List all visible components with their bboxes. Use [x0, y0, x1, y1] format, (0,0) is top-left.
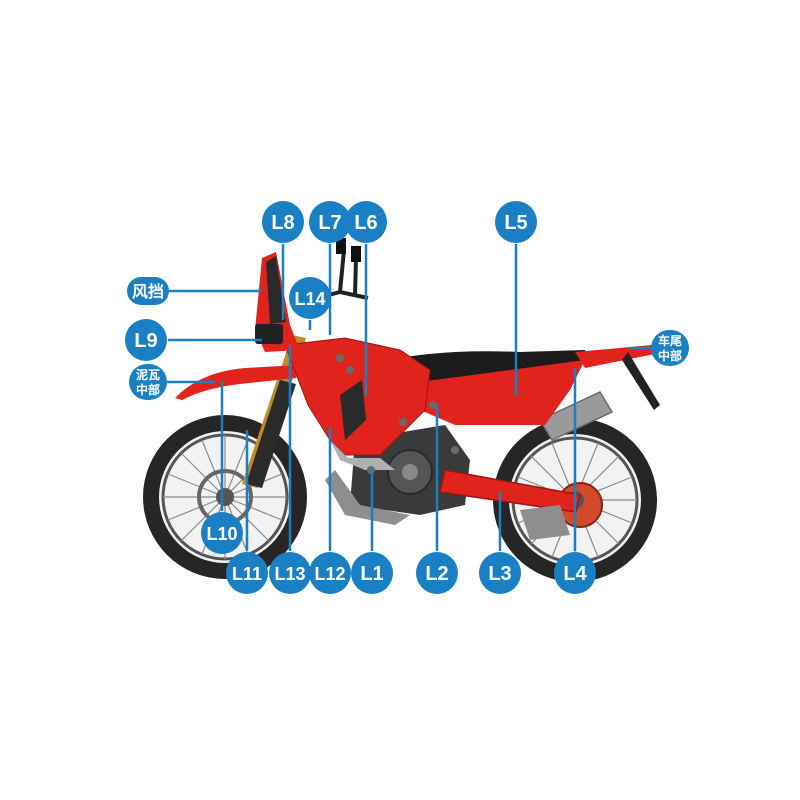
badge-label-l14: L14 — [294, 289, 325, 309]
badge-label-windshield: 风挡 — [132, 282, 164, 301]
badge-label-tail-line1: 车尾 — [658, 333, 682, 348]
badge-label-l11: L11 — [232, 564, 262, 584]
badge-l4: L4 — [554, 552, 596, 594]
badge-label-l12: L12 — [314, 564, 345, 584]
badge-circle — [495, 201, 537, 243]
rear-wheel — [493, 418, 657, 582]
badge-pill — [651, 330, 689, 366]
badge-circle — [309, 201, 351, 243]
badge-l9: L9 — [125, 319, 167, 361]
badge-circle — [226, 552, 268, 594]
badge-pill — [127, 277, 169, 305]
badge-circle — [262, 201, 304, 243]
bolts — [336, 354, 459, 474]
rear-fender — [575, 345, 655, 368]
badge-l1: L1 — [351, 552, 393, 594]
badge-circle — [416, 552, 458, 594]
windshield-glass — [266, 256, 286, 324]
badge-circle — [351, 552, 393, 594]
badge-label-l5: L5 — [504, 212, 527, 234]
badge-label-l3: L3 — [488, 563, 511, 585]
badge-label-front_fender-line1: 泥瓦 — [136, 368, 160, 382]
lower-shroud-trim — [330, 440, 395, 470]
badge-l2: L2 — [416, 552, 458, 594]
badge-label-l9: L9 — [134, 330, 157, 352]
badge-circle — [269, 552, 311, 594]
badge-circle — [201, 512, 243, 554]
side-vent — [340, 380, 366, 440]
rear-side-panel — [420, 360, 585, 425]
badge-circle — [554, 552, 596, 594]
badge-label-l7: L7 — [318, 212, 341, 234]
badge-l13: L13 — [269, 552, 311, 594]
badge-label-l8: L8 — [271, 212, 294, 234]
badge-circle — [345, 201, 387, 243]
badge-l12: L12 — [309, 552, 351, 594]
badge-label-l10: L10 — [206, 524, 237, 544]
badge-label-l4: L4 — [563, 563, 587, 585]
badge-l5: L5 — [495, 201, 537, 243]
badge-label-l1: L1 — [360, 563, 383, 585]
badge-label-l13: L13 — [274, 564, 305, 584]
badge-circle — [479, 552, 521, 594]
badge-label-l2: L2 — [425, 563, 448, 585]
badge-l14: L14 — [289, 277, 331, 319]
badge-l7: L7 — [309, 201, 351, 243]
badge-l11: L11 — [226, 552, 268, 594]
badge-pill — [129, 364, 167, 400]
badge-l8: L8 — [262, 201, 304, 243]
leader-lines — [167, 244, 651, 551]
badge-label-l6: L6 — [354, 212, 377, 234]
badge-label-tail-line2: 中部 — [658, 348, 682, 363]
badge-circle — [289, 277, 331, 319]
badge-l6: L6 — [345, 201, 387, 243]
badge-l3: L3 — [479, 552, 521, 594]
front-fender — [175, 365, 300, 400]
badge-windshield: 风挡 — [127, 277, 169, 305]
badge-circle — [309, 552, 351, 594]
badge-label-front_fender-line2: 中部 — [136, 382, 160, 397]
badge-l10: L10 — [201, 512, 243, 554]
badge-circle — [125, 319, 167, 361]
mirror-right — [351, 246, 361, 262]
swingarm-guard — [520, 505, 570, 540]
mirror-left — [336, 238, 346, 254]
tail-bracket — [622, 352, 660, 410]
